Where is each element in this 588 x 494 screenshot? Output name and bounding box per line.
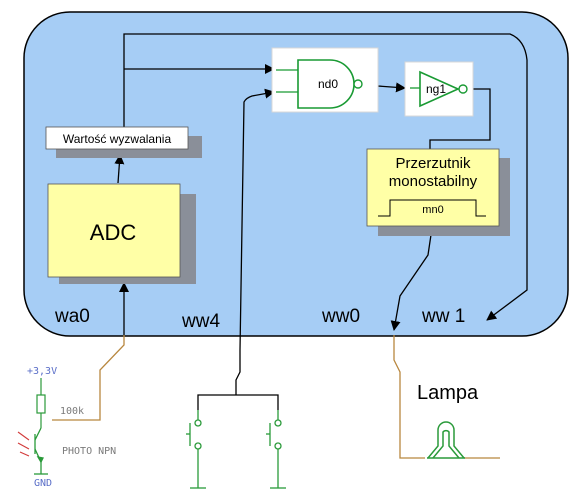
resistor-label: 100k: [60, 406, 84, 417]
port-ww4: ww4: [181, 311, 220, 332]
pulse-shape: [378, 199, 486, 217]
port-ww0: ww0: [321, 306, 360, 327]
sensor-label: PHOTO NPN: [62, 446, 116, 457]
ground-label: GND: [34, 478, 52, 489]
supply-label: +3,3V: [27, 366, 57, 377]
lamp-label: Lampa: [417, 382, 479, 404]
monostable-block: Przerzutnik monostabilny mn0: [366, 148, 510, 236]
threshold-block: Wartość wyzwalania: [45, 126, 202, 158]
push-button-right: [266, 410, 286, 489]
monostable-label-line1: Przerzutnik: [395, 155, 471, 172]
external-wiring: [52, 335, 500, 459]
light-rays-icon: [17, 431, 30, 457]
resistor-symbol: [36, 378, 46, 428]
threshold-label: Wartość wyzwalania: [63, 132, 172, 146]
lamp-icon: [427, 421, 465, 459]
port-wa0: wa0: [54, 306, 90, 327]
adc-label: ADC: [90, 220, 137, 245]
monostable-label-line2: monostabilny: [389, 173, 478, 190]
wiring: [114, 33, 528, 351]
nand-gate-block: nd0: [271, 47, 379, 113]
inverter-gate-block: ng1: [404, 61, 474, 117]
inverter-label: ng1: [426, 82, 446, 96]
phototransistor-symbol: [34, 427, 48, 475]
push-button-left: [186, 410, 206, 489]
nand-label: nd0: [318, 77, 338, 91]
adc-block: ADC: [47, 183, 196, 284]
port-ww1: ww 1: [421, 306, 465, 327]
monostable-tag: mn0: [422, 204, 443, 216]
